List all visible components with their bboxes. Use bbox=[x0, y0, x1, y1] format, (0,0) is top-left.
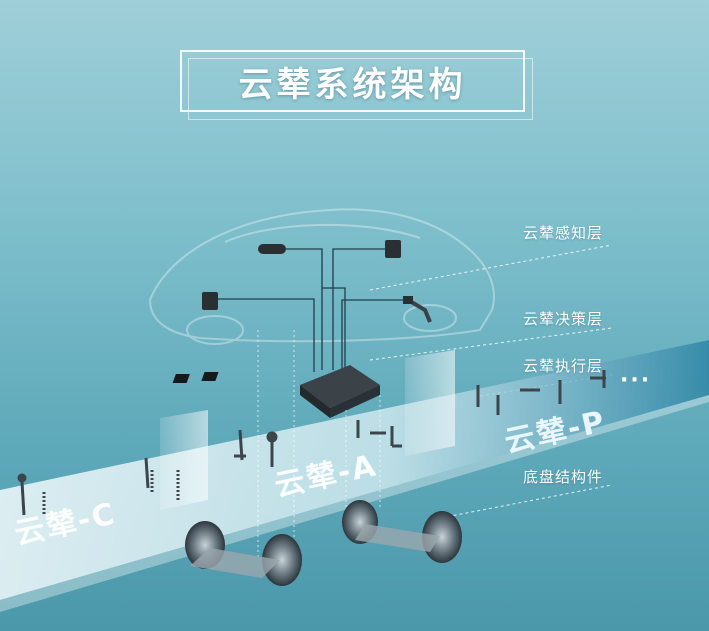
front-chassis-icon bbox=[342, 500, 462, 563]
layer-label-chassis: 底盘结构件 bbox=[523, 466, 603, 487]
layer-label-execution: 云辇执行层 bbox=[523, 355, 603, 376]
sensor-arm-icon bbox=[403, 296, 430, 322]
sensor-height-icon bbox=[202, 292, 218, 310]
title-box: 云辇系统架构 bbox=[180, 50, 525, 112]
wiring-lines bbox=[218, 249, 405, 372]
sensor-camera-icon bbox=[258, 244, 286, 254]
layer-label-decision: 云辇决策层 bbox=[523, 308, 603, 329]
sensor-radar-icon bbox=[385, 240, 401, 258]
page-title: 云辇系统架构 bbox=[239, 57, 467, 106]
more-indicator: ··· bbox=[620, 368, 651, 393]
ecu-controller-icon bbox=[173, 365, 380, 418]
layer-label-perception: 云辇感知层 bbox=[523, 222, 603, 243]
